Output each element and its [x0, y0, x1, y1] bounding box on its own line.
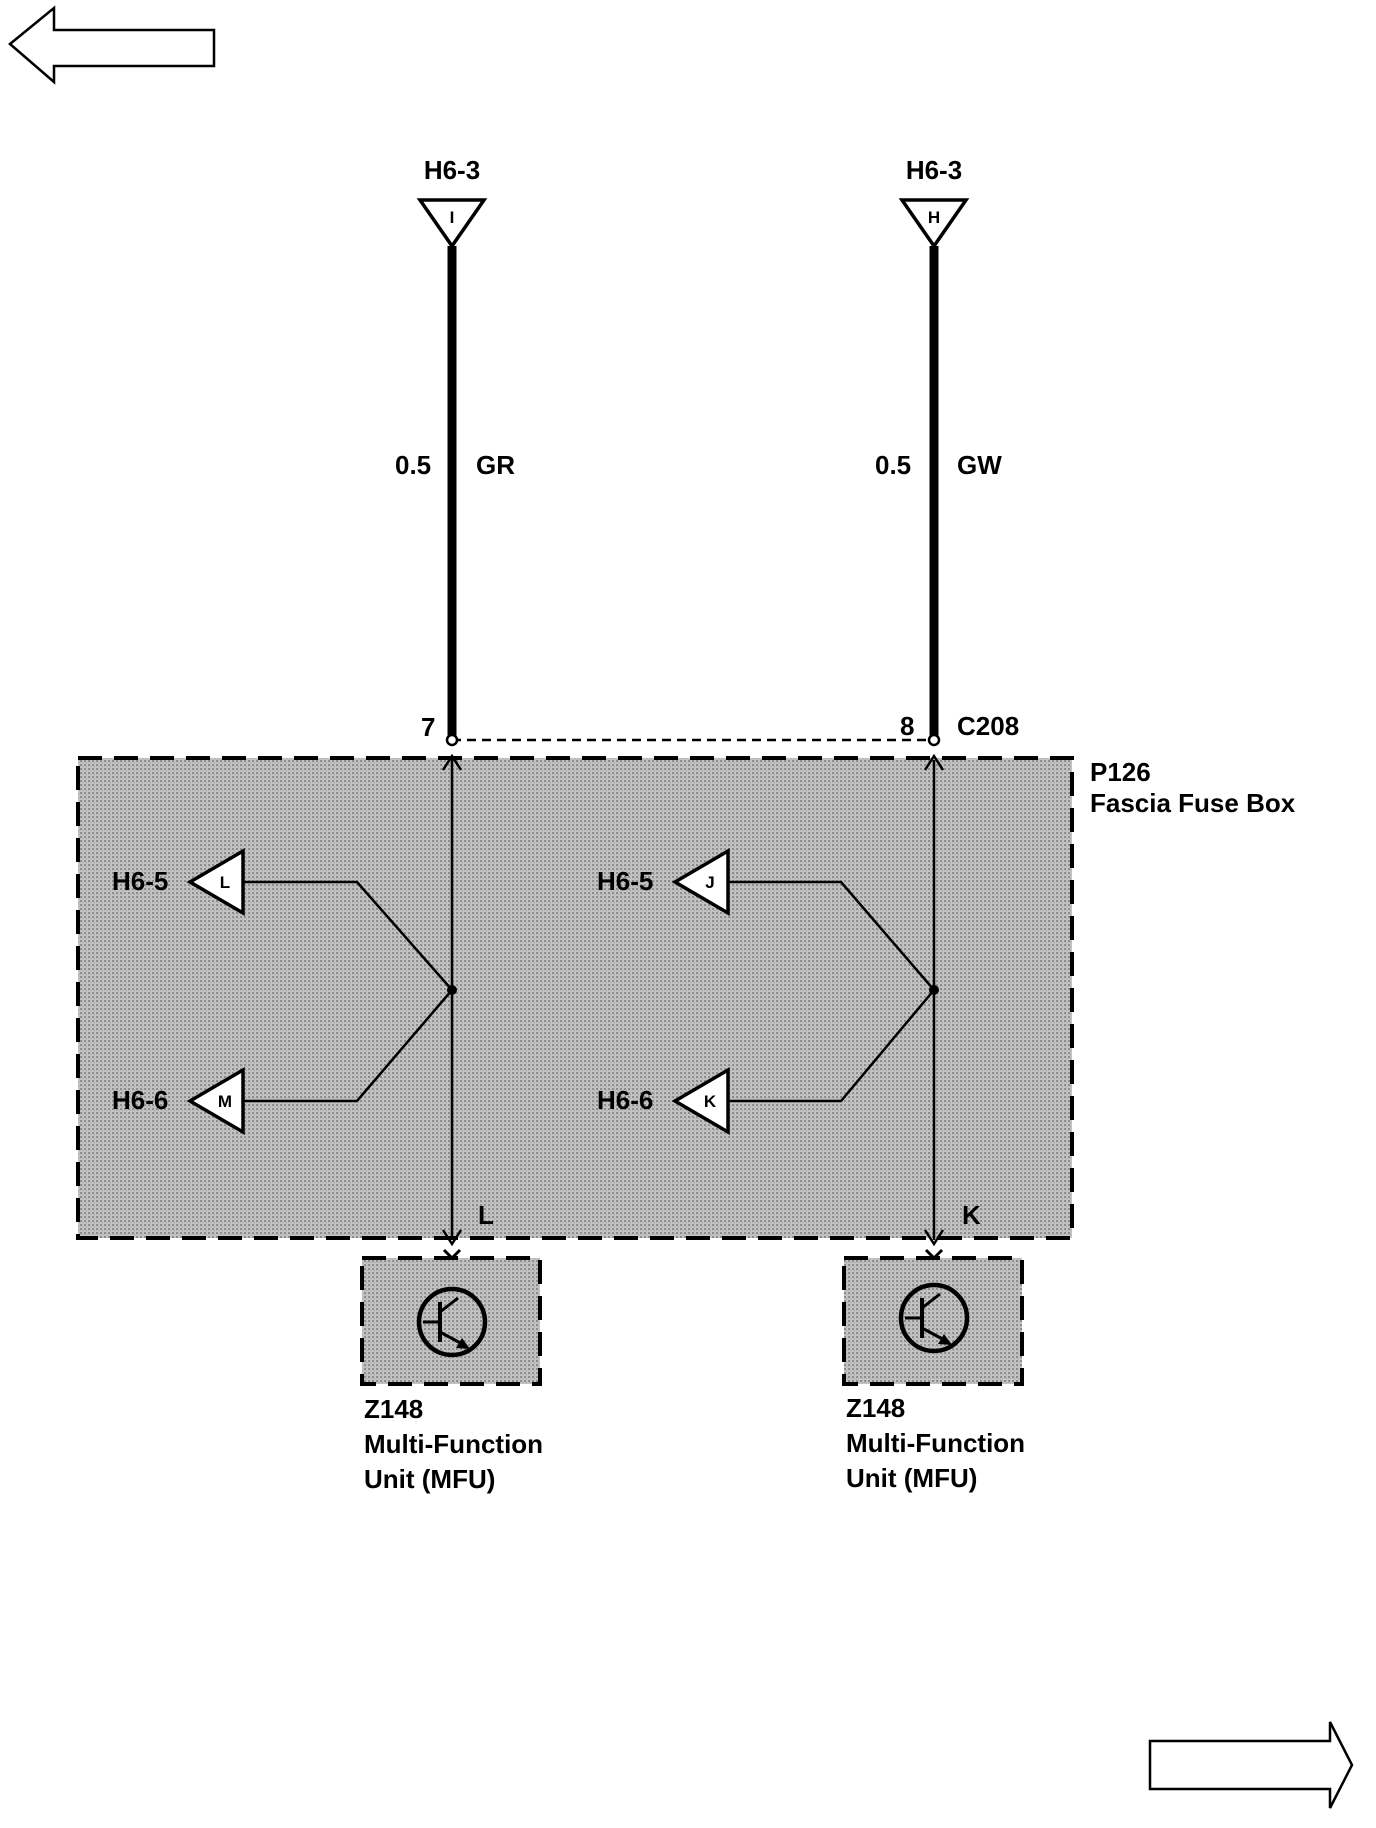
arrow-up-left: [441, 753, 463, 771]
source-flag-letter-right: H: [928, 208, 940, 227]
output-pin-right: K: [962, 1200, 981, 1230]
component-name-line1-right: Multi-Function: [846, 1428, 1025, 1458]
branch-lower-flag-letter-right: K: [704, 1092, 717, 1111]
source-flag-letter-left: I: [450, 208, 455, 227]
component-id-right: Z148: [846, 1393, 905, 1423]
fuse-box-id: P126: [1090, 757, 1151, 787]
transistor-icon: [416, 1286, 488, 1358]
branch-lower-flag-right: [671, 1066, 730, 1136]
transistor-icon: [898, 1282, 970, 1354]
component-name-line2-left: Unit (MFU): [364, 1464, 495, 1494]
arrow-down-right: [923, 1229, 945, 1247]
branch-lower-wire-right: [728, 989, 935, 1103]
branch-lower-flag-left: [186, 1066, 245, 1136]
branch-lower-ref-left: H6-6: [112, 1085, 168, 1115]
component-name-line2-right: Unit (MFU): [846, 1463, 977, 1493]
mfu-box-right: [842, 1256, 1024, 1386]
source-flag-left: [416, 198, 488, 250]
branch-upper-flag-right: [671, 847, 730, 917]
branch-upper-flag-letter-left: L: [220, 873, 230, 892]
arrow-into-mfu-left: [442, 1248, 462, 1261]
wire-size-right: 0.5: [875, 450, 911, 480]
mfu-box-left: [360, 1256, 542, 1386]
wire-color-right: GW: [957, 450, 1002, 480]
component-name-line1-left: Multi-Function: [364, 1429, 543, 1459]
branch-lower-flag-letter-left: M: [218, 1092, 232, 1111]
arrow-up-right: [923, 753, 945, 771]
forward-arrow-icon[interactable]: [1148, 1721, 1354, 1809]
pin-left: [445, 733, 459, 747]
output-pin-left: L: [478, 1200, 494, 1230]
circuit-left: I L M: [186, 198, 488, 1358]
connector-id: C208: [957, 711, 1019, 741]
circuit-right: H J K: [671, 198, 970, 1354]
component-id-left: Z148: [364, 1394, 423, 1424]
fuse-box-name: Fascia Fuse Box: [1090, 788, 1296, 818]
arrow-down-left: [441, 1229, 463, 1247]
branch-upper-flag-left: [186, 847, 245, 917]
branch-upper-ref-left: H6-5: [112, 866, 168, 896]
branch-upper-ref-right: H6-5: [597, 866, 653, 896]
back-arrow-icon[interactable]: [8, 5, 216, 85]
branch-lower-wire-left: [243, 989, 453, 1103]
connector-pin-left: 7: [421, 712, 435, 742]
source-ref-left: H6-3: [424, 155, 480, 185]
branch-upper-wire-right: [728, 880, 935, 991]
branch-lower-ref-right: H6-6: [597, 1085, 653, 1115]
branch-upper-flag-letter-right: J: [705, 873, 714, 892]
wire-color-left: GR: [476, 450, 515, 480]
pin-right: [927, 733, 941, 747]
arrow-into-mfu-right: [924, 1248, 944, 1261]
wire-size-left: 0.5: [395, 450, 431, 480]
fuse-box-outline: [76, 756, 1074, 1240]
connector-pin-right: 8: [900, 711, 914, 741]
source-ref-right: H6-3: [906, 155, 962, 185]
source-flag-right: [898, 198, 970, 250]
branch-upper-wire-left: [243, 880, 453, 991]
